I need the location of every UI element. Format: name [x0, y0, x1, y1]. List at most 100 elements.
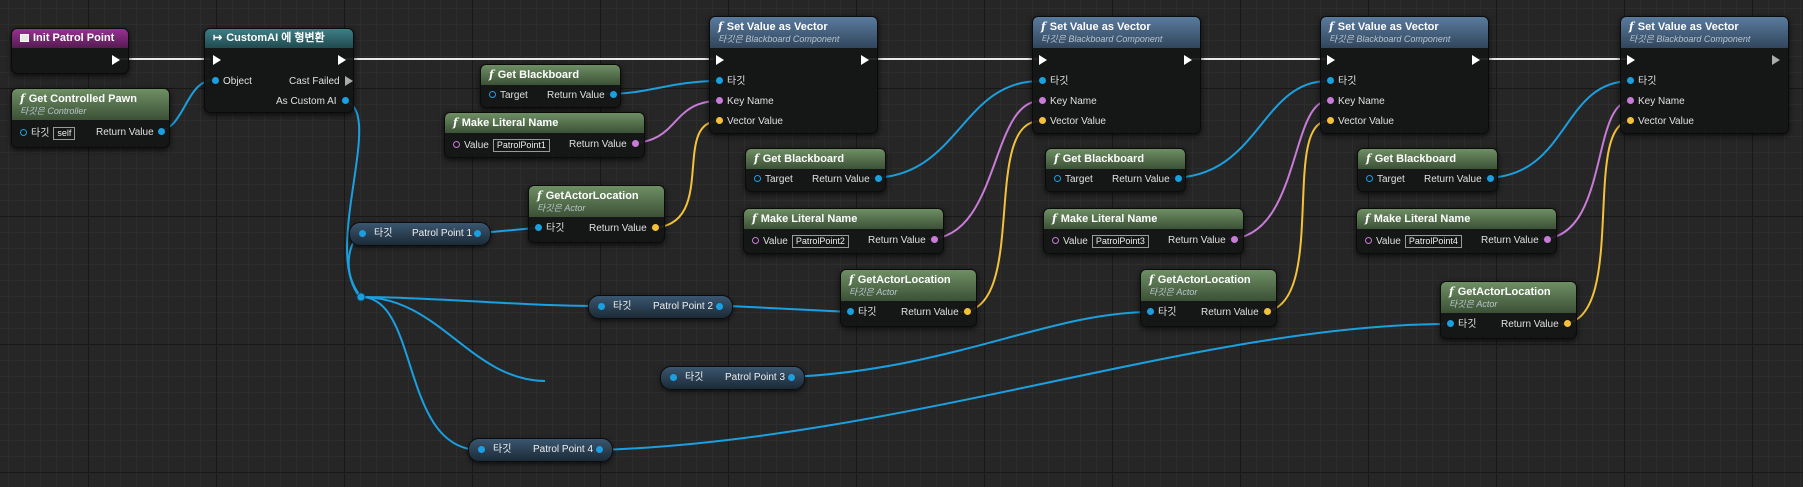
return-pin[interactable] — [1263, 308, 1271, 316]
self-value[interactable]: self — [53, 127, 76, 140]
target-pin[interactable] — [1627, 77, 1634, 85]
return-pin[interactable] — [1563, 320, 1571, 328]
exec-out-pin[interactable] — [112, 55, 120, 65]
vector-value-pin[interactable] — [1039, 117, 1046, 125]
variable-name: Patrol Point 3 — [725, 372, 786, 383]
exec-in-pin[interactable] — [1327, 55, 1335, 65]
target-pin[interactable] — [754, 175, 761, 183]
patrol-point-2-variable[interactable]: 타깃 Patrol Point 2 — [588, 295, 733, 319]
vector-value-pin[interactable] — [1627, 117, 1634, 125]
target-pin[interactable] — [1054, 175, 1061, 183]
return-pin[interactable] — [874, 175, 882, 183]
exec-in-pin[interactable] — [1039, 55, 1047, 65]
return-pin[interactable] — [631, 140, 639, 148]
exec-in-pin[interactable] — [716, 55, 724, 65]
exec-out-pin[interactable] — [338, 55, 346, 65]
target-pin[interactable] — [1447, 320, 1454, 328]
return-pin[interactable] — [157, 128, 165, 136]
return-pin[interactable] — [930, 236, 938, 244]
function-icon: f — [849, 273, 854, 286]
value-literal[interactable]: PatrolPoint2 — [791, 235, 849, 248]
output-pin[interactable] — [788, 374, 795, 381]
target-pin[interactable] — [716, 77, 723, 85]
exec-out-pin[interactable] — [861, 55, 869, 65]
vector-value-pin[interactable] — [716, 117, 723, 125]
target-label: Target — [765, 174, 793, 185]
return-pin[interactable] — [1174, 175, 1182, 183]
return-label: Return Value — [589, 223, 647, 234]
cast-failed-pin[interactable] — [345, 76, 354, 87]
target-pin[interactable] — [847, 308, 854, 316]
patrol-point-4-variable[interactable]: 타깃 Patrol Point 4 — [468, 438, 613, 462]
object-pin[interactable] — [212, 77, 219, 85]
exec-out-pin[interactable] — [1472, 55, 1480, 65]
return-pin[interactable] — [1543, 236, 1551, 244]
output-pin[interactable] — [716, 303, 723, 310]
target-pin[interactable] — [359, 230, 366, 237]
target-pin[interactable] — [670, 374, 677, 381]
as-custom-ai-pin[interactable] — [341, 97, 349, 105]
return-pin[interactable] — [963, 308, 971, 316]
value-pin[interactable] — [752, 237, 759, 245]
value-pin[interactable] — [1365, 237, 1372, 245]
key-name-pin[interactable] — [716, 97, 723, 105]
key-name-pin[interactable] — [1627, 97, 1634, 105]
value-pin[interactable] — [453, 141, 460, 149]
object-wire — [1169, 80, 1329, 179]
function-icon: f — [754, 152, 759, 165]
value-literal[interactable]: PatrolPoint4 — [1404, 235, 1462, 248]
output-pin[interactable] — [474, 230, 481, 237]
patrol-point-3-variable[interactable]: 타깃 Patrol Point 3 — [660, 366, 805, 390]
value-literal[interactable]: PatrolPoint3 — [1091, 235, 1149, 248]
target-pin[interactable] — [535, 224, 542, 232]
target-pin[interactable] — [598, 303, 605, 310]
vector-value-pin[interactable] — [1327, 117, 1334, 125]
patrol-point-1-variable[interactable]: 타깃 Patrol Point 1 — [349, 222, 491, 246]
init-patrol-point-node[interactable]: Init Patrol Point — [11, 28, 129, 74]
target-pin[interactable] — [1039, 77, 1046, 85]
target-pin[interactable] — [1327, 77, 1334, 85]
cast-to-customai-node[interactable]: ↦CustomAI 에 형변환 Object Cast Failed As Cu… — [204, 28, 354, 113]
cast-arrow-icon: ↦ — [213, 32, 223, 44]
target-pin[interactable] — [20, 129, 27, 137]
return-pin[interactable] — [651, 224, 659, 232]
exec-out-pin[interactable] — [1772, 55, 1780, 65]
value-literal[interactable]: PatrolPoint1 — [492, 139, 550, 152]
return-pin[interactable] — [1230, 236, 1238, 244]
target-pin[interactable] — [1366, 175, 1373, 183]
value-pin[interactable] — [1052, 237, 1059, 245]
target-pin[interactable] — [1147, 308, 1154, 316]
target-pin[interactable] — [489, 91, 496, 99]
target-pin[interactable] — [478, 446, 485, 453]
return-pin[interactable] — [609, 91, 617, 99]
return-pin[interactable] — [1486, 175, 1494, 183]
object-wire — [1483, 80, 1632, 179]
key-name-pin[interactable] — [1039, 97, 1046, 105]
output-pin[interactable] — [596, 446, 603, 453]
exec-in-pin[interactable] — [213, 55, 221, 65]
exec-in-pin[interactable] — [1627, 55, 1635, 65]
exec-out-pin[interactable] — [1184, 55, 1192, 65]
key-name-pin[interactable] — [1327, 97, 1334, 105]
value-label: Value — [1376, 236, 1401, 247]
